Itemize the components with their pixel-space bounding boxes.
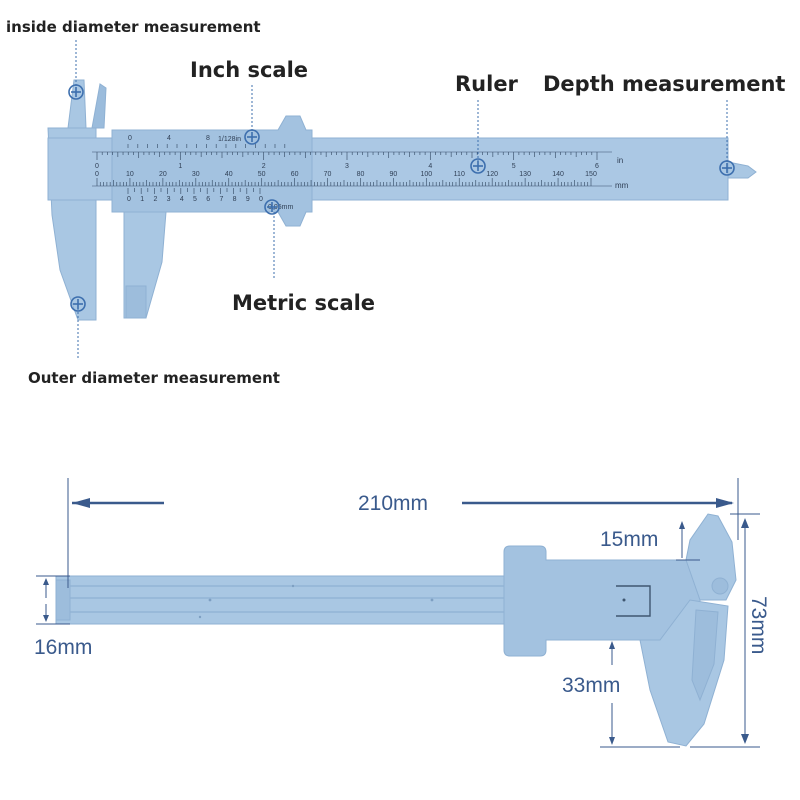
vernier-number: 4 bbox=[180, 196, 184, 203]
crosshair-marker-icon bbox=[68, 84, 84, 100]
inch-number: 5 bbox=[512, 163, 516, 170]
mm-number: 20 bbox=[159, 171, 167, 178]
vernier-mm-label: 0.05mm bbox=[268, 204, 293, 211]
crosshair-markers bbox=[68, 84, 735, 312]
dimension-lines bbox=[36, 478, 760, 748]
inch-numbers: 0 1 2 3 4 5 6 bbox=[95, 163, 599, 170]
mm-ticks bbox=[96, 178, 592, 186]
vernier-number: 5 bbox=[193, 196, 197, 203]
mm-number: 70 bbox=[324, 171, 332, 178]
mm-number: 130 bbox=[519, 171, 531, 178]
mm-number: 10 bbox=[126, 171, 134, 178]
caliper-side-view bbox=[55, 513, 737, 747]
mm-number: 0 bbox=[95, 171, 99, 178]
inch-vernier-number: 4 bbox=[167, 135, 171, 142]
leader-lines bbox=[75, 40, 728, 358]
label-inside-diameter: inside diameter measurement bbox=[6, 18, 261, 36]
dim-thickness: 16mm bbox=[34, 636, 92, 659]
dim-length: 210mm bbox=[358, 492, 428, 515]
vernier-slider bbox=[111, 115, 313, 227]
mm-number: 100 bbox=[420, 171, 432, 178]
vernier-number: 0 bbox=[259, 196, 263, 203]
mm-number: 140 bbox=[552, 171, 564, 178]
label-depth-measurement: Depth measurement bbox=[543, 72, 785, 96]
inch-number: 1 bbox=[178, 163, 182, 170]
vernier-number: 3 bbox=[167, 196, 171, 203]
vernier-number: 8 bbox=[233, 196, 237, 203]
inch-ticks bbox=[96, 144, 598, 160]
mm-number: 30 bbox=[192, 171, 200, 178]
inch-unit: in bbox=[617, 156, 623, 165]
vernier-number: 2 bbox=[153, 196, 157, 203]
dimension-arrowheads bbox=[43, 498, 749, 745]
mm-number: 50 bbox=[258, 171, 266, 178]
vernier-inch-label: 1/128in bbox=[218, 136, 241, 143]
mm-number: 40 bbox=[225, 171, 233, 178]
inch-number: 3 bbox=[345, 163, 349, 170]
mm-number: 80 bbox=[357, 171, 365, 178]
crosshair-marker-icon bbox=[719, 160, 735, 176]
inch-number: 0 bbox=[95, 163, 99, 170]
vernier-numbers: 0 1 2 3 4 5 6 7 8 9 0 bbox=[127, 196, 263, 203]
vernier-number: 9 bbox=[246, 196, 250, 203]
mm-number: 120 bbox=[486, 171, 498, 178]
label-outer-diameter: Outer diameter measurement bbox=[28, 369, 280, 387]
mm-number: 90 bbox=[390, 171, 398, 178]
label-inch-scale: Inch scale bbox=[190, 58, 308, 82]
vernier-number: 0 bbox=[127, 196, 131, 203]
side-beam bbox=[55, 575, 517, 625]
inch-number: 4 bbox=[428, 163, 432, 170]
inch-vernier-number: 0 bbox=[128, 135, 132, 142]
label-metric-scale: Metric scale bbox=[232, 291, 375, 315]
dim-jaw-top: 15mm bbox=[600, 528, 658, 551]
mm-unit: mm bbox=[615, 181, 629, 190]
crosshair-marker-icon bbox=[70, 296, 86, 312]
inch-vernier-numbers: 0 4 8 bbox=[128, 135, 210, 142]
inch-vernier-number: 8 bbox=[206, 135, 210, 142]
inch-number: 2 bbox=[262, 163, 266, 170]
mm-number: 150 bbox=[585, 171, 597, 178]
vernier-number: 6 bbox=[206, 196, 210, 203]
inch-number: 6 bbox=[595, 163, 599, 170]
dim-jaw-bottom: 33mm bbox=[562, 674, 620, 697]
crosshair-marker-icon bbox=[244, 129, 260, 145]
mm-number: 110 bbox=[454, 171, 465, 178]
mm-number: 60 bbox=[291, 171, 299, 178]
vernier-number: 7 bbox=[219, 196, 223, 203]
crosshair-marker-icon bbox=[470, 158, 486, 174]
mm-numbers: 0 10 20 30 40 50 60 70 80 90 100 110 120 130 140 150 bbox=[95, 171, 597, 178]
vernier-number: 1 bbox=[140, 196, 144, 203]
vernier-ticks bbox=[127, 188, 261, 194]
dim-height: 73mm bbox=[747, 596, 770, 654]
crosshair-marker-icon bbox=[264, 199, 280, 215]
label-ruler: Ruler bbox=[455, 72, 519, 96]
